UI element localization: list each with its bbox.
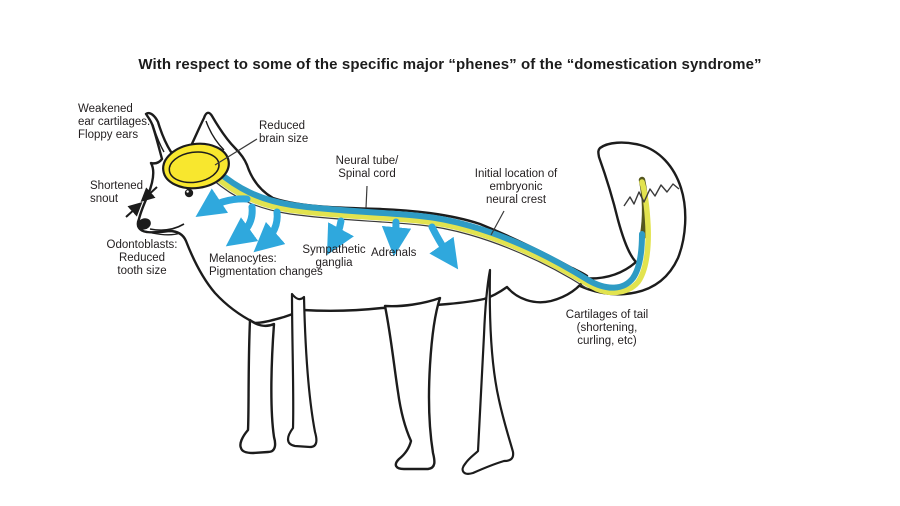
dog-eye-highlight <box>186 190 189 193</box>
migration-arrow-ganglia-icon <box>326 217 354 256</box>
label-tail-cartilage: Cartilages of tail (shortening, curling,… <box>566 309 648 348</box>
label-melanocytes: Melanocytes: Pigmentation changes <box>209 253 323 279</box>
label-line: Cartilages of tail <box>565 309 649 321</box>
label-shortened-snout: Shortened snout <box>90 180 143 206</box>
slide-title: With respect to some of the specific maj… <box>138 56 762 73</box>
neural-crest-leader-line <box>490 210 505 236</box>
label-line: Initial location of <box>474 168 558 180</box>
label-line: Reduced <box>118 252 166 264</box>
label-sympathetic-ganglia: Sympathetic ganglia <box>302 244 365 270</box>
label-line: Reduced <box>259 120 306 132</box>
label-ear-cartilage: Weakened ear cartilages: Floppy ears <box>78 103 150 142</box>
dog-tail-outline <box>554 141 687 296</box>
migration-arrows <box>195 188 459 270</box>
dog-near-hind-leg <box>383 296 442 471</box>
label-neural-crest: Initial location of embryonic neural cre… <box>475 168 557 207</box>
stripe-blue-band <box>213 167 645 291</box>
label-line: curling, etc) <box>577 335 637 347</box>
label-line: ear cartilages: <box>78 116 151 128</box>
label-line: Shortened <box>90 180 144 192</box>
label-line: Weakened <box>78 103 133 115</box>
label-line: embryonic <box>489 181 543 193</box>
neural-tube-leader-line <box>365 185 368 209</box>
snout-arrow-up-icon <box>125 201 143 218</box>
dog-nose <box>137 218 151 230</box>
label-line: snout <box>90 193 119 205</box>
migration-arrow-head-icon <box>195 188 251 217</box>
label-line: tooth size <box>117 265 167 277</box>
left-ear-inner-line <box>152 124 165 153</box>
stripe-lower-thin-edge <box>211 178 589 290</box>
brain-leader-line <box>214 138 258 166</box>
label-line: Sympathetic <box>302 244 366 256</box>
brain-highlight <box>162 142 230 190</box>
label-line: neural crest <box>485 194 547 206</box>
migration-arrow-jaw-icon <box>225 203 259 247</box>
dog-jaw-line <box>151 232 181 236</box>
tail-squiggle <box>623 183 680 207</box>
label-neural-tube: Neural tube/ Spinal cord <box>336 155 399 181</box>
dog-far-front-leg <box>286 292 318 449</box>
label-line: Spinal cord <box>338 168 396 180</box>
stripe-yellow-band <box>209 171 651 296</box>
dog-far-hind-leg <box>461 268 515 475</box>
label-line: (shortening, <box>576 322 638 334</box>
label-line: Neural tube/ <box>335 155 399 167</box>
label-adrenals: Adrenals <box>371 247 416 260</box>
label-line: Odontoblasts: <box>106 239 178 251</box>
migration-arrow-adrenals-icon <box>381 218 412 257</box>
label-line: ganglia <box>315 257 353 269</box>
label-odontoblasts: Odontoblasts: Reduced tooth size <box>107 239 178 278</box>
label-line: Floppy ears <box>78 129 139 141</box>
label-line: Pigmentation changes <box>209 266 323 278</box>
dog-mouth-line <box>149 223 185 231</box>
label-reduced-brain: Reduced brain size <box>259 120 308 146</box>
label-line: Melanocytes: <box>209 253 277 265</box>
right-ear-inner-line <box>205 120 225 151</box>
migration-arrow-chest-icon <box>253 208 286 253</box>
migration-arrow-hip-icon <box>428 223 459 270</box>
snout-arrow-down-icon <box>140 186 158 203</box>
label-line: Adrenals <box>371 247 417 259</box>
label-line: brain size <box>259 133 309 145</box>
dog-near-front-leg <box>239 318 277 455</box>
